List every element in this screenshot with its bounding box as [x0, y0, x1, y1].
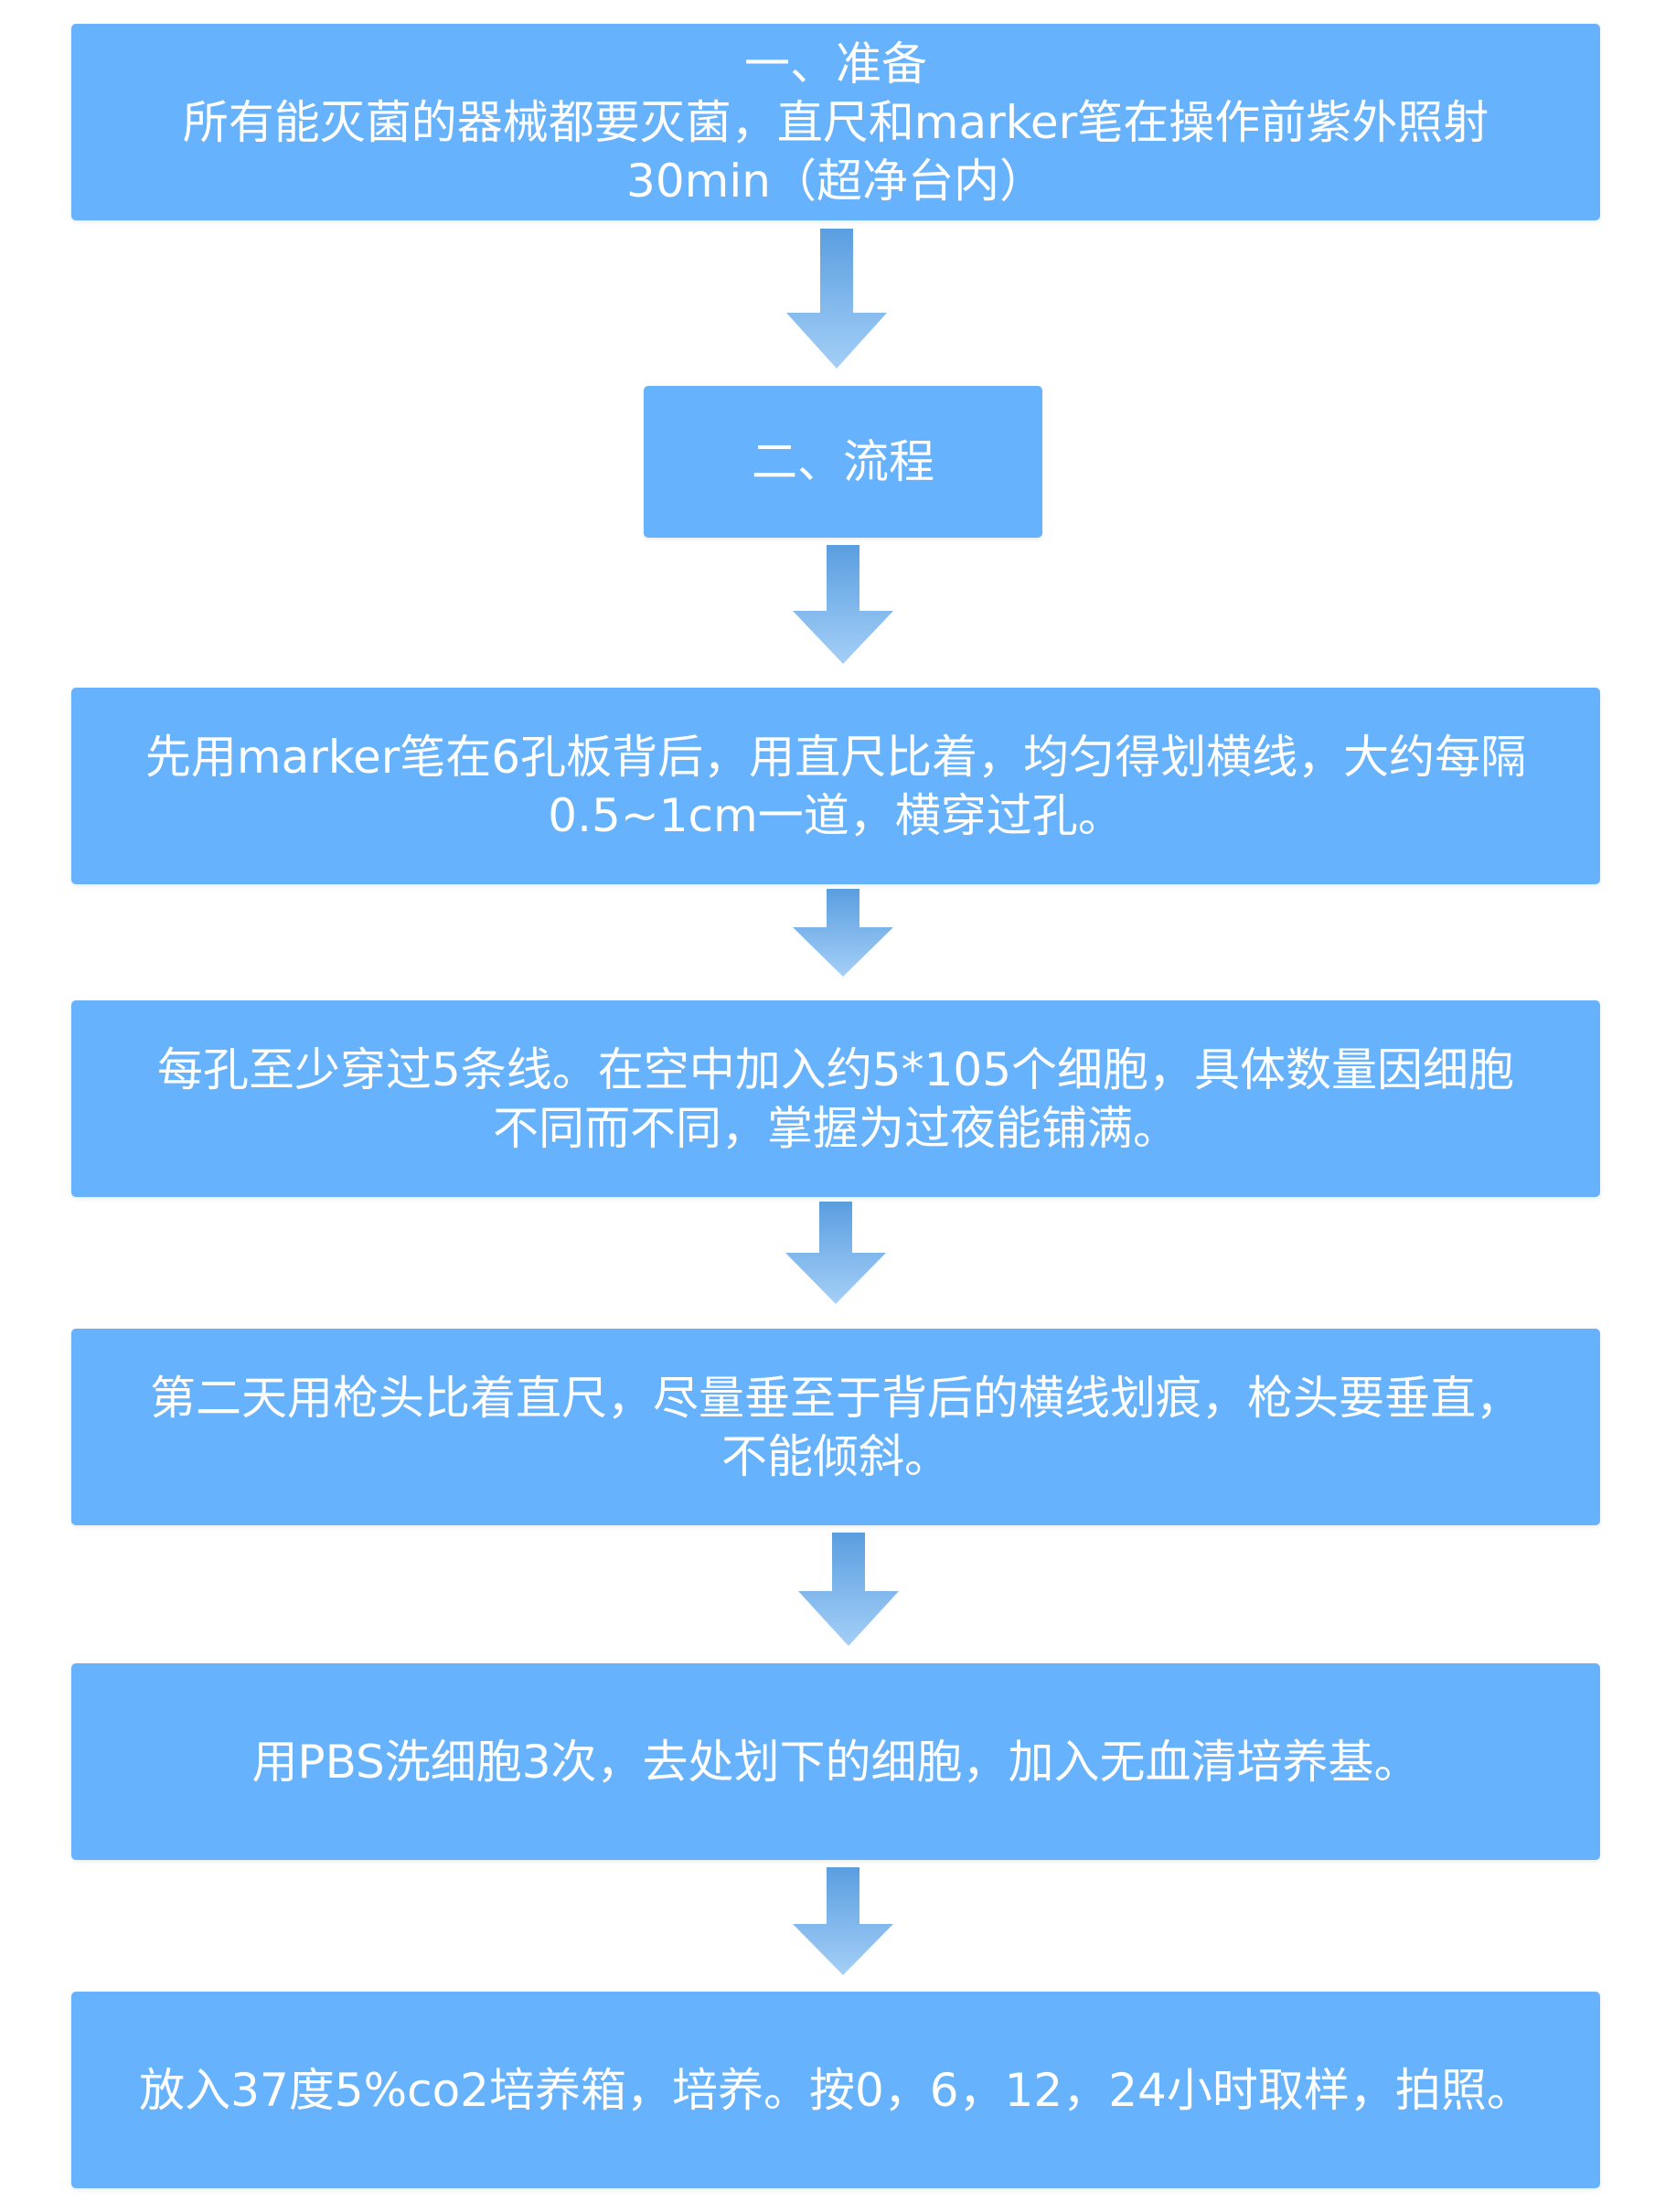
step-5-box: 第二天用枪头比着直尺，尽量垂至于背后的横线划痕，枪头要垂直， 不能倾斜。 — [71, 1329, 1600, 1525]
step-1-line-3: 30min（超净台内） — [626, 154, 1045, 208]
down-arrow-icon — [793, 1867, 893, 1975]
step-6-line-1: 用PBS洗细胞3次，去处划下的细胞，加入无血清培养基。 — [251, 1735, 1420, 1789]
step-5-text: 第二天用枪头比着直尺，尽量垂至于背后的横线划痕，枪头要垂直， 不能倾斜。 — [150, 1369, 1521, 1486]
step-6-text: 用PBS洗细胞3次，去处划下的细胞，加入无血清培养基。 — [251, 1733, 1419, 1791]
step-7-box: 放入37度5%co2培养箱，培养。按0，6，12，24小时取样，拍照。 — [71, 1992, 1600, 2188]
step-3-line-1: 先用marker笔在6孔板背后，用直尺比着，均匀得划横线，大约每隔 — [144, 730, 1527, 784]
step-7-text: 放入37度5%co2培养箱，培养。按0，6，12，24小时取样，拍照。 — [139, 2061, 1532, 2120]
step-4-line-1: 每孔至少穿过5条线。在空中加入约5*105个细胞，具体数量因细胞 — [156, 1042, 1515, 1096]
step-1-text: 一、准备 所有能灭菌的器械都要灭菌，直尺和marker笔在操作前紫外照射 30m… — [183, 35, 1489, 210]
step-6-box: 用PBS洗细胞3次，去处划下的细胞，加入无血清培养基。 — [71, 1663, 1600, 1860]
step-1-line-1: 一、准备 — [744, 37, 927, 91]
down-arrow-icon — [798, 1533, 899, 1646]
step-3-line-2: 0.5~1cm一道，横穿过孔。 — [548, 788, 1124, 842]
step-1-box: 一、准备 所有能灭菌的器械都要灭菌，直尺和marker笔在操作前紫外照射 30m… — [71, 24, 1600, 220]
step-4-text: 每孔至少穿过5条线。在空中加入约5*105个细胞，具体数量因细胞 不同而不同，掌… — [157, 1041, 1514, 1158]
step-2-line-1: 二、流程 — [752, 435, 934, 488]
down-arrow-icon — [785, 1202, 886, 1304]
step-2-text: 二、流程 — [752, 433, 934, 491]
step-5-line-1: 第二天用枪头比着直尺，尽量垂至于背后的横线划痕，枪头要垂直， — [150, 1371, 1521, 1425]
down-arrow-icon — [786, 229, 887, 369]
step-4-box: 每孔至少穿过5条线。在空中加入约5*105个细胞，具体数量因细胞 不同而不同，掌… — [71, 1000, 1600, 1197]
step-3-box: 先用marker笔在6孔板背后，用直尺比着，均匀得划横线，大约每隔 0.5~1c… — [71, 688, 1600, 884]
step-2-box: 二、流程 — [644, 386, 1042, 538]
step-5-line-2: 不能倾斜。 — [721, 1429, 950, 1483]
step-4-line-2: 不同而不同，掌握为过夜能铺满。 — [493, 1101, 1179, 1155]
down-arrow-icon — [793, 889, 893, 977]
step-7-line-1: 放入37度5%co2培养箱，培养。按0，6，12，24小时取样，拍照。 — [139, 2063, 1532, 2117]
down-arrow-icon — [793, 545, 893, 664]
step-1-line-2: 所有能灭菌的器械都要灭菌，直尺和marker笔在操作前紫外照射 — [182, 95, 1489, 149]
step-3-text: 先用marker笔在6孔板背后，用直尺比着，均匀得划横线，大约每隔 0.5~1c… — [145, 728, 1526, 845]
